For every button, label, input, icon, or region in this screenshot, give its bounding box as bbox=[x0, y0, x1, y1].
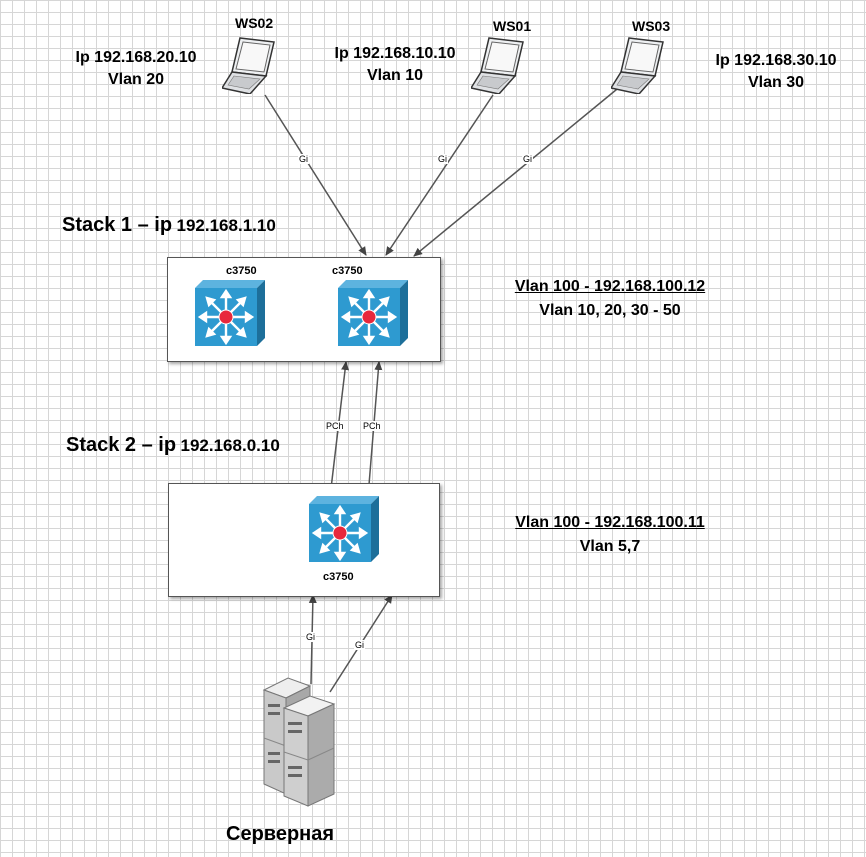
stack2-vlan-info: Vlan 100 - 192.168.100.11 Vlan 5,7 bbox=[480, 514, 740, 556]
ws03-info: Ip 192.168.30.10 Vlan 30 bbox=[696, 52, 856, 92]
ws01-info: Ip 192.168.10.10 Vlan 10 bbox=[315, 45, 475, 85]
ws01-name: WS01 bbox=[493, 18, 532, 34]
ws03-name: WS03 bbox=[632, 18, 671, 34]
stack1-switch1-icon bbox=[195, 280, 265, 351]
link-label-gi: Gi bbox=[305, 632, 316, 642]
link-ws03-stack1 bbox=[413, 84, 623, 257]
ws02-ip: Ip 192.168.20.10 bbox=[75, 49, 197, 66]
server-label: Серверная bbox=[226, 823, 335, 845]
ws01-ip: Ip 192.168.10.10 bbox=[334, 45, 456, 62]
ws02-vlan: Vlan 20 bbox=[107, 71, 165, 88]
link-label-gi: Gi bbox=[522, 154, 533, 164]
ws02-laptop-icon bbox=[220, 36, 276, 99]
stack1-title-text: Stack 1 – ip bbox=[62, 214, 173, 236]
stack1-title: Stack 1 – ip 192.168.1.10 bbox=[62, 214, 276, 237]
stack2-title-text: Stack 2 – ip bbox=[66, 434, 177, 456]
stack2-vlan-mgmt: Vlan 100 - 192.168.100.11 bbox=[515, 514, 705, 531]
link-label-gi: Gi bbox=[354, 640, 365, 650]
stack1-vlan-mgmt: Vlan 100 - 192.168.100.12 bbox=[514, 278, 706, 295]
stack2-box: c3750 bbox=[168, 483, 440, 597]
link-ws02-stack1 bbox=[264, 94, 367, 256]
stack2-switch-label: c3750 bbox=[323, 571, 354, 583]
ws03-ip: Ip 192.168.30.10 bbox=[715, 52, 837, 69]
stack1-ip: 192.168.1.10 bbox=[176, 216, 276, 235]
stack1-vlan-info: Vlan 100 - 192.168.100.12 Vlan 10, 20, 3… bbox=[480, 278, 740, 320]
stack2-switch-icon bbox=[309, 496, 379, 567]
stack2-ip: 192.168.0.10 bbox=[180, 436, 280, 455]
link-label-pch: PCh bbox=[325, 421, 345, 431]
stack2-vlans: Vlan 5,7 bbox=[579, 538, 641, 555]
server-rack-icon bbox=[258, 676, 340, 813]
link-ws01-stack1 bbox=[385, 94, 494, 256]
ws01-vlan: Vlan 10 bbox=[366, 67, 424, 84]
ws03-laptop-icon bbox=[609, 36, 665, 99]
ws02-info: Ip 192.168.20.10 Vlan 20 bbox=[56, 49, 216, 89]
ws03-vlan: Vlan 30 bbox=[747, 74, 805, 91]
ws01-laptop-icon bbox=[469, 36, 525, 99]
stack1-box: c3750 c3750 bbox=[167, 257, 441, 362]
ws02-name: WS02 bbox=[235, 15, 274, 31]
link-label-pch: PCh bbox=[362, 421, 382, 431]
link-label-gi: Gi bbox=[437, 154, 448, 164]
link-label-gi: Gi bbox=[298, 154, 309, 164]
stack2-title: Stack 2 – ip 192.168.0.10 bbox=[66, 434, 280, 457]
stack1-vlans: Vlan 10, 20, 30 - 50 bbox=[539, 302, 681, 319]
stack1-switch2-icon bbox=[338, 280, 408, 351]
stack1-switch1-label: c3750 bbox=[226, 265, 257, 277]
stack1-switch2-label: c3750 bbox=[332, 265, 363, 277]
